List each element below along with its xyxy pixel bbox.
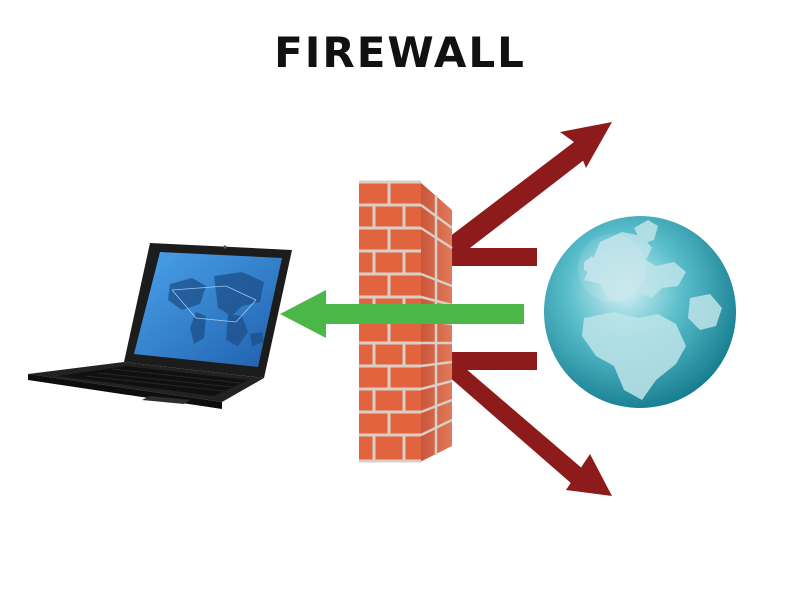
globe-highlight xyxy=(578,234,646,302)
screen-world-map xyxy=(168,272,264,346)
globe-icon xyxy=(544,216,736,408)
blocked-arrow-down-right-head xyxy=(566,454,612,496)
allowed-arrow-shaft xyxy=(322,304,524,324)
laptop-screen xyxy=(134,252,282,367)
globe-continents xyxy=(582,220,722,400)
wall-mortar-lines xyxy=(359,180,421,463)
allowed-traffic-arrow xyxy=(280,290,524,338)
screen-network-lines xyxy=(171,285,257,323)
webcam-dot xyxy=(223,245,227,249)
laptop-touchpad xyxy=(142,396,190,404)
laptop-icon xyxy=(28,243,292,409)
blocked-arrow-down-right-shaft xyxy=(432,350,584,484)
page-title: FIREWALL xyxy=(274,28,526,77)
blocked-arrow-up-right-shaft xyxy=(432,144,584,268)
keyboard-rows xyxy=(85,368,241,392)
blocked-traffic-arrows xyxy=(432,122,612,496)
allowed-arrow-head xyxy=(280,290,326,338)
